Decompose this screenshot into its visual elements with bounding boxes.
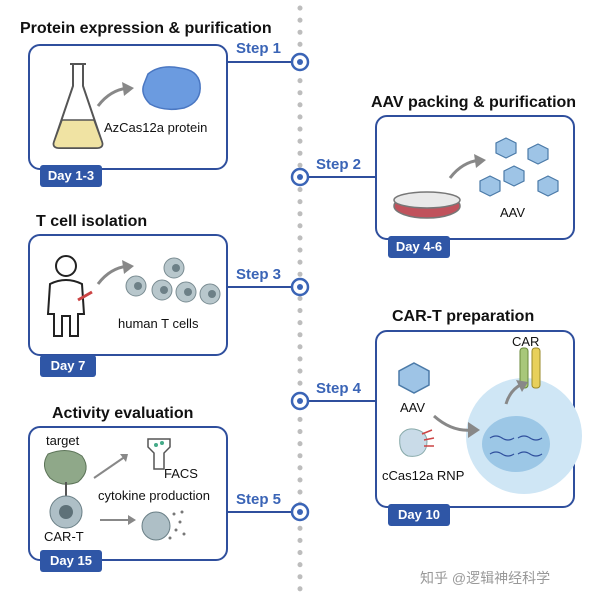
protein-panel-title: Protein expression & purification — [20, 20, 272, 37]
car-receptor-icon — [519, 347, 541, 389]
person-icon — [46, 255, 93, 337]
tcell-label: human T cells — [118, 316, 199, 331]
facs-tube-icon — [147, 438, 171, 470]
step-5-label: Step 5 — [236, 491, 282, 508]
car-label: CAR — [512, 334, 540, 349]
step-4-label: Step 4 — [316, 380, 362, 397]
petri-dish-icon — [393, 191, 461, 219]
aav-panel-title: AAV packing & purification — [371, 94, 577, 111]
activity-panel-title: Activity evaluation — [52, 405, 194, 422]
protein-blob-icon — [142, 66, 201, 111]
aav-label: AAV — [500, 205, 526, 220]
day-badge-tcell: Day 7 — [40, 355, 96, 377]
rnp-icon — [399, 428, 435, 457]
rnp-label: cCas12a RNP — [382, 468, 465, 483]
arrow-icon — [96, 82, 134, 107]
arrow-icon — [100, 515, 136, 525]
step-1-label: Step 1 — [236, 40, 282, 57]
step-2-label: Step 2 — [316, 156, 362, 173]
aav-virus-icon — [398, 362, 430, 394]
cart-panel-title: CAR-T preparation — [392, 308, 535, 325]
protein-label: AzCas12a protein — [104, 120, 208, 135]
target-cell-icon — [44, 450, 87, 529]
step-3-label: Step 3 — [236, 266, 282, 283]
day-badge-protein: Day 1-3 — [40, 165, 102, 187]
cart-cell-label: CAR-T — [44, 529, 84, 544]
tcell-panel-title: T cell isolation — [36, 213, 148, 230]
day-badge-activity: Day 15 — [40, 550, 102, 572]
arrow-icon — [93, 454, 128, 479]
step-node — [290, 52, 310, 522]
cytokine-label: cytokine production — [98, 488, 211, 503]
cell-nucleus-icon — [466, 378, 582, 494]
t-cell-icons — [125, 257, 221, 305]
target-label: target — [46, 433, 80, 448]
aav-panel — [375, 115, 575, 240]
day-badge-cart: Day 10 — [388, 504, 450, 526]
watermark: 知乎 @逻辑神经科学 — [420, 570, 551, 586]
aav-input-label: AAV — [400, 400, 426, 415]
aav-virus-icons — [479, 137, 559, 197]
day-badge-aav: Day 4-6 — [388, 236, 450, 258]
flask-icon — [52, 63, 104, 149]
secreting-cell-icon — [141, 510, 186, 541]
arrow-icon — [96, 260, 134, 285]
arrow-icon — [448, 154, 486, 179]
facs-label: FACS — [164, 466, 198, 481]
arrow-icon — [433, 414, 480, 438]
activity-panel — [28, 426, 228, 561]
arrow-icon — [504, 380, 528, 405]
